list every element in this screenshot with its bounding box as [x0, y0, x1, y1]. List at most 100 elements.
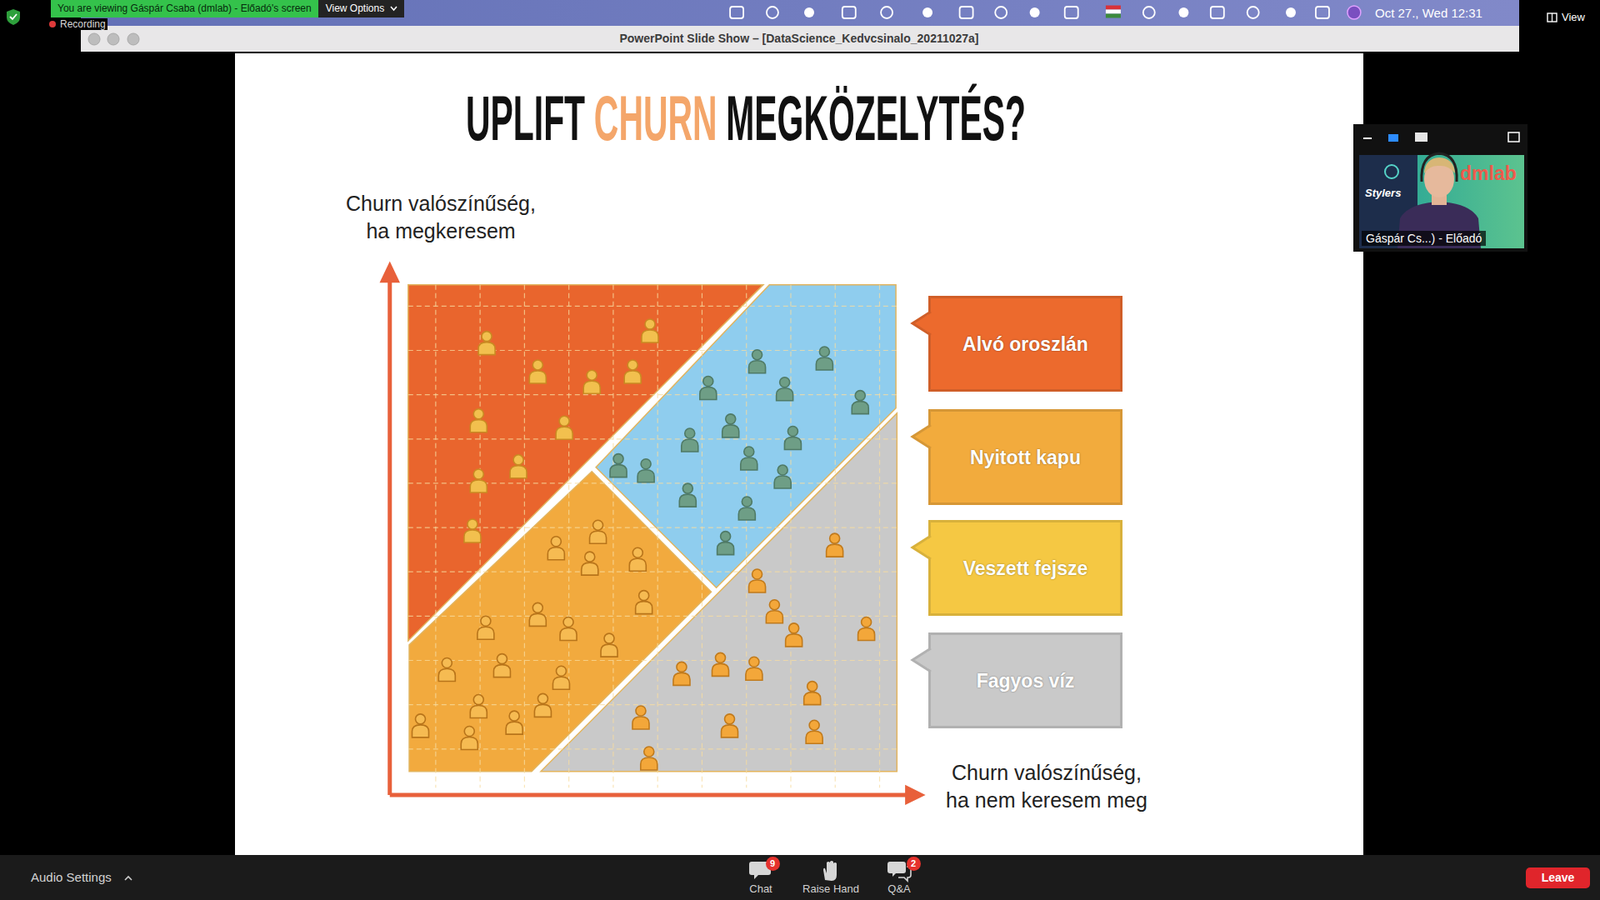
- person-icon: [478, 331, 495, 355]
- person-body: [679, 494, 696, 507]
- grid-line: [408, 305, 899, 307]
- callout-box: Nyitott kapu: [928, 409, 1123, 505]
- person-body: [804, 692, 821, 705]
- y-axis-arrowhead: [380, 260, 400, 283]
- slide-title-word: UPLIFT: [465, 85, 585, 152]
- window-titlebar: [80, 25, 1520, 52]
- menubar-icon: [1210, 6, 1225, 19]
- person-body: [785, 634, 803, 647]
- person-icon: [534, 693, 551, 717]
- logo-text: dmlab: [1460, 162, 1517, 185]
- grid-line: [568, 285, 570, 789]
- person-head: [467, 519, 478, 530]
- person-head: [725, 414, 736, 425]
- x-axis-arrowhead: [905, 785, 925, 805]
- person-body: [583, 380, 600, 394]
- video-feed: [1359, 155, 1525, 249]
- person-head: [861, 617, 872, 628]
- logo-text: Stylers: [1365, 186, 1401, 200]
- person-head: [532, 602, 543, 613]
- chart-axes: [380, 260, 926, 805]
- menubar-icon: [922, 7, 933, 18]
- toolbar-label: Raise Hand: [802, 882, 860, 896]
- person-body: [815, 357, 833, 370]
- raise-hand-icon: [823, 860, 837, 881]
- person-icon: [740, 446, 758, 470]
- person-icon: [784, 426, 801, 450]
- panel-icon: [1415, 132, 1428, 142]
- callout-box: Alvó oroszlán: [928, 295, 1123, 392]
- person-head: [720, 531, 731, 542]
- view-button: View: [1561, 10, 1585, 25]
- security-check: [10, 14, 17, 20]
- callout-pointer-fill: [912, 425, 934, 449]
- person-head: [555, 665, 566, 676]
- callout-pointer: [910, 425, 933, 449]
- view-options-button: View Options: [318, 0, 405, 18]
- person-body: [470, 420, 487, 433]
- headset: [1421, 153, 1457, 182]
- grid-line: [612, 285, 614, 789]
- grid-line: [701, 285, 703, 789]
- person-icon: [700, 376, 717, 400]
- grid-line: [408, 660, 899, 661]
- grid-line: [879, 285, 880, 789]
- callout-pointer-fill: [912, 648, 934, 672]
- grid-line: [408, 571, 899, 573]
- person-head: [537, 693, 548, 704]
- person-icon: [493, 654, 510, 678]
- callout-box: Veszett fejsze: [928, 520, 1123, 616]
- person-body: [776, 388, 794, 401]
- menubar-icon: [1315, 6, 1330, 19]
- person-body: [749, 580, 766, 593]
- person-body: [700, 387, 717, 400]
- person-icon: [555, 415, 573, 440]
- participant-name: Gáspár Cs...) - Előadó: [1361, 230, 1486, 246]
- notification-badge: 9: [765, 856, 780, 871]
- assistant-icon: [1347, 5, 1361, 20]
- person-body: [460, 737, 478, 750]
- person-body: [738, 507, 755, 520]
- person-head: [509, 710, 520, 721]
- person-icon: [464, 519, 481, 543]
- grid-line: [657, 285, 659, 789]
- menubar-icon: [730, 6, 744, 19]
- person-icon: [637, 459, 655, 483]
- menubar-icon: [880, 6, 893, 19]
- person-body: [552, 676, 570, 690]
- flag-stripe: [1105, 5, 1121, 10]
- menubar-icon: [1030, 7, 1040, 18]
- person-icon: [411, 714, 429, 738]
- person-head: [473, 695, 484, 705]
- callout-pointer-edge: [912, 311, 931, 335]
- person-body: [464, 530, 481, 543]
- person-body: [722, 425, 740, 438]
- menubar-icon: [1065, 6, 1079, 19]
- person-body: [510, 465, 527, 479]
- recording-status: Recording: [58, 18, 108, 30]
- person-head: [809, 720, 820, 730]
- flag-stripe: [1105, 10, 1121, 15]
- callout-text: Alvó oroszlán: [962, 332, 1089, 356]
- menubar-icon: [995, 6, 1007, 19]
- callout-pointer: [910, 311, 933, 335]
- person-head: [703, 376, 714, 387]
- slide: [235, 53, 1364, 855]
- person-icon: [552, 665, 570, 690]
- person-head: [676, 661, 687, 672]
- panel-icon: [1508, 132, 1520, 142]
- person-icon: [717, 531, 735, 555]
- person-head: [777, 465, 788, 475]
- callout-text: Nyitott kapu: [970, 445, 1081, 470]
- person-head: [627, 360, 638, 370]
- person-body: [745, 667, 763, 680]
- person-icon: [681, 428, 699, 452]
- person-body: [749, 360, 766, 374]
- person-head: [715, 652, 725, 663]
- panel-icon: [1363, 137, 1372, 140]
- viewing-banner: You are viewing Gáspár Csaba (dmlab) - E…: [50, 0, 319, 18]
- window-button: [127, 33, 140, 45]
- person-body: [529, 613, 546, 626]
- person-icon: [470, 469, 487, 493]
